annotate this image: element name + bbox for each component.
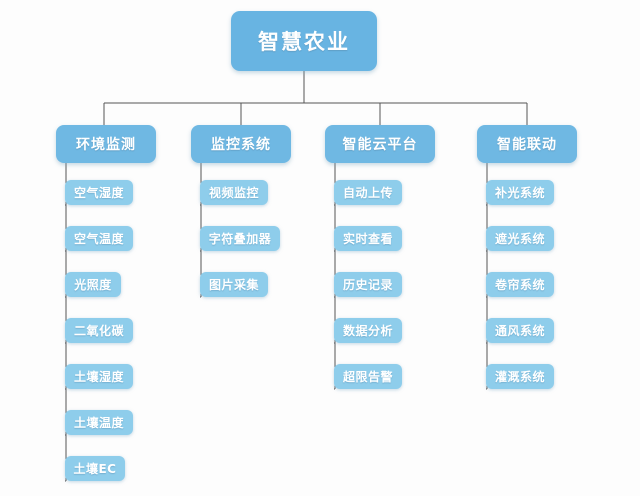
node-label: 视频监控 [208, 186, 259, 200]
leaf-node-数据分析[interactable]: 数据分析 [334, 318, 402, 343]
branch-node-智能云平台[interactable]: 智能云平台 [325, 125, 435, 163]
node-label: 环境监测 [76, 137, 136, 153]
root-node-智慧农业[interactable]: 智慧农业 [231, 11, 377, 71]
node-label: 土壤温度 [73, 416, 124, 430]
leaf-node-土壤湿度[interactable]: 土壤湿度 [65, 364, 133, 389]
node-label: 空气温度 [73, 232, 124, 246]
node-label: 土壤EC [73, 462, 117, 476]
node-label: 空气湿度 [73, 186, 124, 200]
leaf-node-光照度[interactable]: 光照度 [65, 272, 121, 297]
leaf-node-空气温度[interactable]: 空气温度 [65, 226, 133, 251]
node-label: 二氧化碳 [73, 324, 124, 338]
node-label: 字符叠加器 [208, 232, 272, 246]
node-label: 通风系统 [494, 324, 545, 338]
node-label: 超限告警 [342, 370, 393, 384]
node-label: 监控系统 [211, 137, 271, 153]
leaf-node-二氧化碳[interactable]: 二氧化碳 [65, 318, 133, 343]
node-label: 实时查看 [342, 232, 393, 246]
leaf-node-土壤EC[interactable]: 土壤EC [65, 456, 125, 481]
node-label: 卷帘系统 [494, 278, 545, 292]
node-label: 智慧农业 [258, 30, 350, 54]
node-label: 智能联动 [497, 137, 557, 153]
node-label: 光照度 [74, 278, 112, 292]
node-label: 灌溉系统 [494, 370, 545, 384]
leaf-node-土壤温度[interactable]: 土壤温度 [65, 410, 133, 435]
node-label: 智能云平台 [342, 137, 418, 153]
node-label: 补光系统 [494, 186, 545, 200]
leaf-node-历史记录[interactable]: 历史记录 [334, 272, 402, 297]
leaf-node-实时查看[interactable]: 实时查看 [334, 226, 402, 251]
branch-node-环境监测[interactable]: 环境监测 [56, 125, 156, 163]
leaf-node-超限告警[interactable]: 超限告警 [334, 364, 402, 389]
leaf-node-补光系统[interactable]: 补光系统 [486, 180, 554, 205]
leaf-node-字符叠加器[interactable]: 字符叠加器 [200, 226, 280, 251]
leaf-node-通风系统[interactable]: 通风系统 [486, 318, 554, 343]
node-label: 遮光系统 [494, 232, 545, 246]
leaf-node-灌溉系统[interactable]: 灌溉系统 [486, 364, 554, 389]
node-label: 图片采集 [208, 278, 259, 292]
leaf-node-自动上传[interactable]: 自动上传 [334, 180, 402, 205]
leaf-node-视频监控[interactable]: 视频监控 [200, 180, 268, 205]
branch-node-监控系统[interactable]: 监控系统 [191, 125, 291, 163]
node-label: 数据分析 [342, 324, 393, 338]
leaf-node-图片采集[interactable]: 图片采集 [200, 272, 268, 297]
leaf-node-空气湿度[interactable]: 空气湿度 [65, 180, 133, 205]
leaf-node-卷帘系统[interactable]: 卷帘系统 [486, 272, 554, 297]
branch-node-智能联动[interactable]: 智能联动 [477, 125, 577, 163]
leaf-node-遮光系统[interactable]: 遮光系统 [486, 226, 554, 251]
node-label: 自动上传 [342, 186, 393, 200]
node-label: 土壤湿度 [73, 370, 124, 384]
node-label: 历史记录 [342, 278, 393, 292]
